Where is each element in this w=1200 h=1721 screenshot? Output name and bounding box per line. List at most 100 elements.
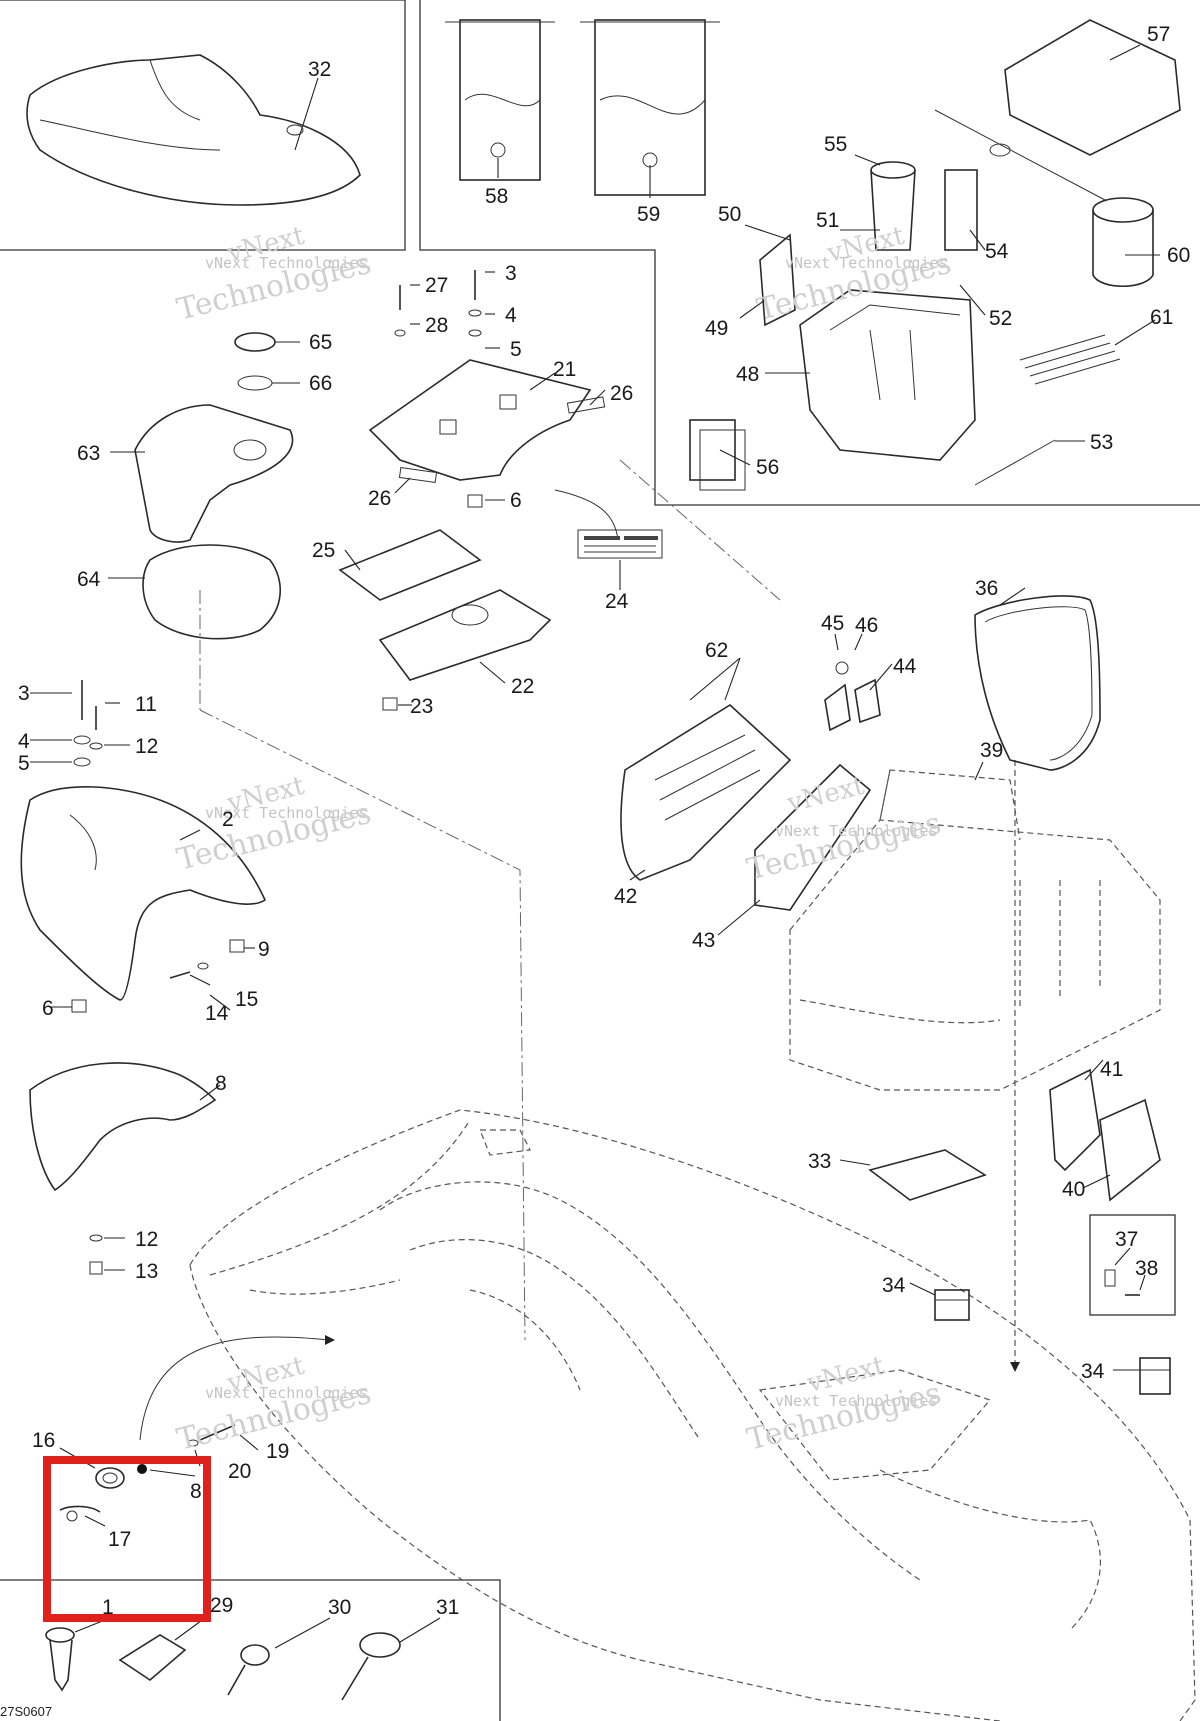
callout-38: 38 (1135, 1257, 1158, 1280)
part-54-pack (944, 169, 978, 251)
part-34-drain-1 (934, 1289, 970, 1321)
part-30-tie (227, 1644, 270, 1696)
callout-39: 39 (980, 739, 1003, 762)
part-56-pads (689, 419, 746, 491)
part-40-cover (1099, 1098, 1161, 1202)
callout-37: 37 (1115, 1228, 1138, 1251)
callout-33: 33 (808, 1150, 831, 1173)
part-24-label (577, 529, 663, 559)
part-48-bin (799, 289, 976, 461)
callout-15: 15 (235, 988, 258, 1011)
callout-22: 22 (511, 675, 534, 698)
watermark-mid-left: vNext vNext Technologies Technologies (173, 771, 374, 878)
part-16-flange (95, 1467, 125, 1489)
part-58-bag (445, 19, 555, 181)
callout-64: 64 (77, 568, 101, 591)
callout-61: 61 (1150, 306, 1173, 329)
part-63-glovebox (134, 404, 294, 543)
callout-12-bottom: 12 (135, 1228, 158, 1251)
watermark-line3-mr: Technologies (743, 806, 944, 888)
callout-65: 65 (309, 331, 332, 354)
callout-59: 59 (637, 203, 660, 226)
callout-19: 19 (266, 1440, 289, 1463)
callout-46: 46 (855, 614, 878, 637)
part-65-cap (234, 332, 276, 352)
callout-16: 16 (32, 1429, 55, 1452)
watermark-line2-br: vNext Technologies (775, 1392, 938, 1410)
callout-4-top: 4 (505, 304, 517, 327)
part-8-panel (29, 1062, 217, 1192)
storage-tub-outline (789, 769, 1161, 1091)
callout-58: 58 (485, 185, 508, 208)
callout-6-top: 6 (510, 489, 522, 512)
callout-20: 20 (228, 1460, 251, 1483)
callout-50: 50 (718, 203, 741, 226)
hull-outline (189, 1109, 1196, 1721)
callout-21: 21 (553, 358, 576, 381)
part-26-strips (398, 396, 606, 484)
watermark-line2-mr: vNext Technologies (775, 822, 938, 840)
part-36-gasket (974, 595, 1101, 771)
part-21-console (368, 359, 592, 481)
callout-17: 17 (108, 1528, 131, 1551)
callout-29: 29 (210, 1594, 233, 1617)
part-41-gasket (1049, 1068, 1101, 1172)
callout-13: 13 (135, 1260, 158, 1283)
callout-36: 36 (975, 577, 998, 600)
callout-55: 55 (824, 133, 847, 156)
watermark-mid-right: vNext vNext Technologies Technologies (743, 771, 944, 888)
watermark-bottom-right: vNext vNext Technologies Technologies (743, 1351, 944, 1458)
callout-14: 14 (205, 1002, 229, 1025)
part-61-strap (1019, 334, 1121, 385)
part-19-screw (199, 1424, 236, 1441)
callout-45: 45 (821, 612, 844, 635)
callout-56: 56 (756, 456, 779, 479)
callout-5-left: 5 (18, 752, 30, 775)
callout-6-left: 6 (42, 997, 54, 1020)
part-2-cover (20, 786, 267, 1001)
watermark-line2-bl: vNext Technologies (205, 1384, 368, 1402)
part-49-bracket (759, 233, 796, 327)
callout-8-hull: 8 (190, 1480, 202, 1503)
highlight-box (43, 1456, 211, 1622)
callout-63: 63 (77, 442, 100, 465)
callout-30: 30 (328, 1596, 351, 1619)
callout-42: 42 (614, 885, 637, 908)
part-53-cable (974, 439, 1056, 486)
callout-9: 9 (258, 938, 270, 961)
watermark-line2-ml: vNext Technologies (205, 804, 368, 822)
part-20-washer (137, 1439, 199, 1474)
part-64-gasket (142, 544, 281, 640)
callout-26-right: 26 (610, 382, 633, 405)
callout-27: 27 (425, 274, 448, 297)
drawing-code: 27S0607 (0, 1704, 52, 1719)
part-22-tray (378, 589, 552, 681)
callout-32: 32 (308, 58, 331, 81)
part-33-plate (868, 1149, 987, 1201)
part-32-cover (26, 54, 361, 206)
part-60-container (1092, 197, 1154, 287)
part-34-drain-2 (1139, 1357, 1171, 1395)
watermark-top-right: vNext vNext Technologies Technologies (753, 221, 954, 328)
watermark-line2-tr: vNext Technologies (785, 254, 948, 272)
callout-28: 28 (425, 314, 448, 337)
watermark-line2-top: vNext Technologies (205, 254, 368, 272)
callout-51: 51 (816, 209, 839, 232)
callout-62: 62 (705, 639, 728, 662)
callout-48: 48 (736, 363, 759, 386)
callout-labels: 32 58 59 57 55 54 60 50 51 52 61 49 48 5… (18, 23, 1190, 1619)
callout-3-left: 3 (18, 682, 30, 705)
callout-34-left: 34 (882, 1274, 906, 1297)
callout-11: 11 (135, 693, 157, 716)
callout-25: 25 (312, 539, 335, 562)
callout-44: 44 (893, 655, 917, 678)
callout-12-top: 12 (135, 735, 158, 758)
callout-54: 54 (985, 240, 1009, 263)
callout-23: 23 (410, 695, 433, 718)
part-43-gasket (754, 763, 872, 911)
callout-24: 24 (605, 590, 629, 613)
hardware-left-stack (71, 680, 245, 1275)
hardware-screws-top (382, 270, 483, 711)
